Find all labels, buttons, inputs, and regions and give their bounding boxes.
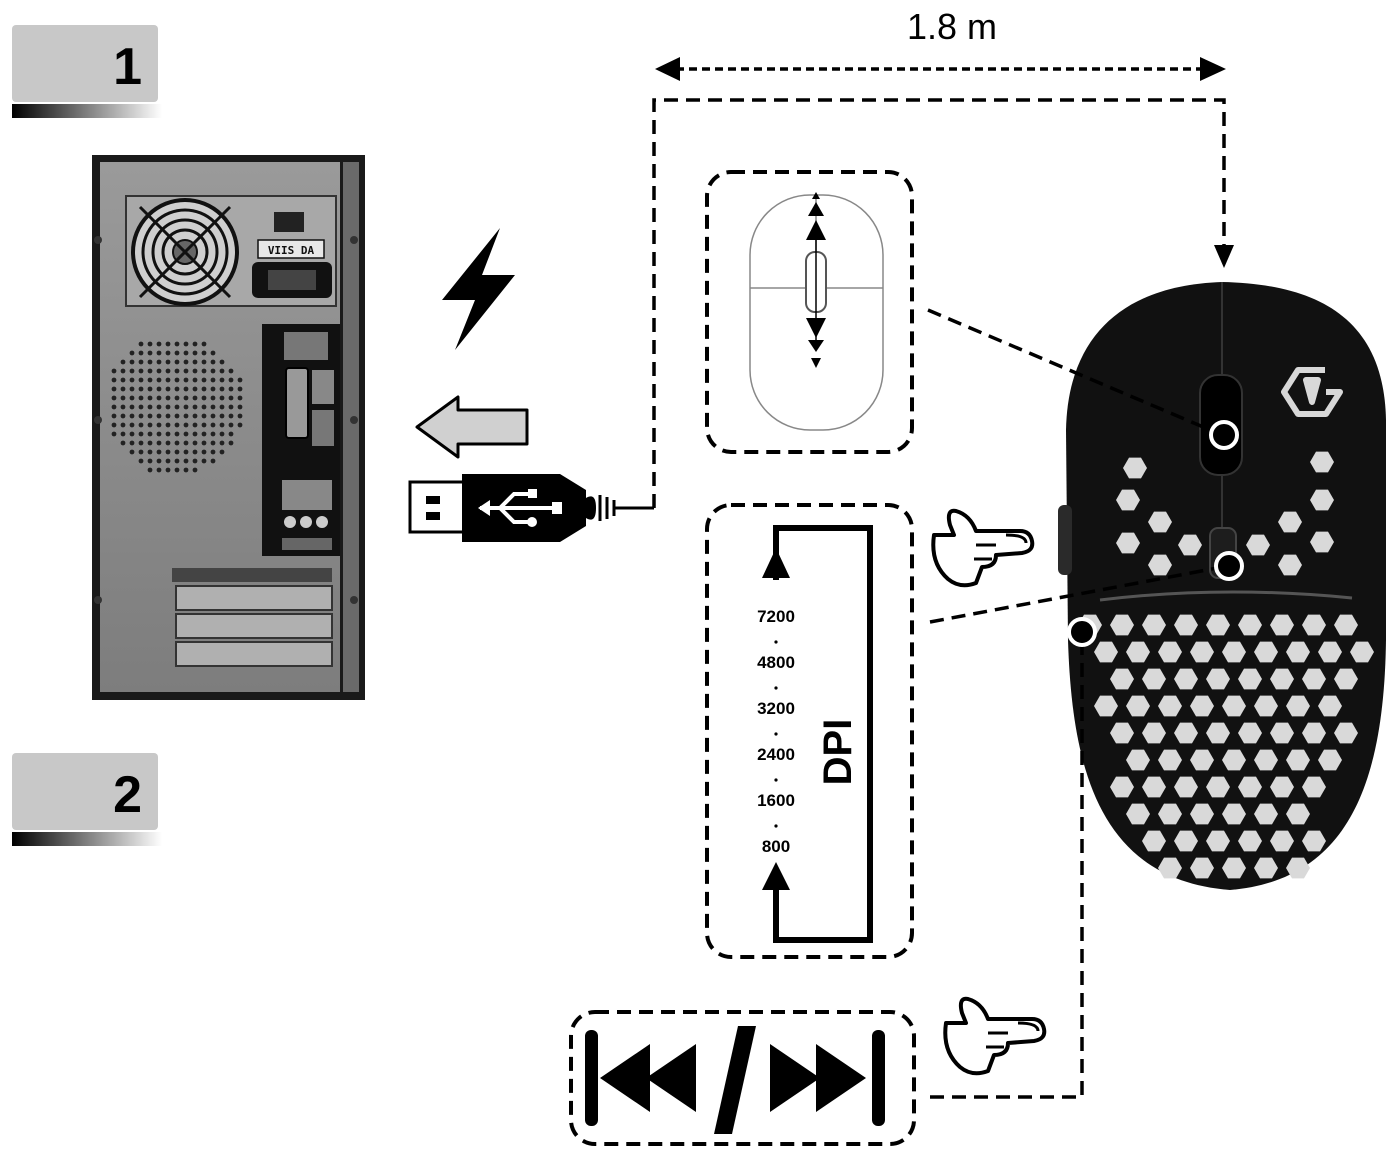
pc-tower-back-icon: VIIS DA <box>92 155 365 700</box>
callout-markers <box>1067 420 1244 647</box>
leader-lines <box>927 308 1229 1099</box>
cable-length-label: 1.8 m <box>907 6 997 47</box>
psu-fan-icon <box>131 198 239 306</box>
scroll-callout <box>705 170 914 454</box>
pointing-hand-icon <box>931 508 1035 588</box>
left-arrow-icon <box>415 395 529 459</box>
scroll-up-arrows-icon <box>806 192 826 240</box>
dpi-separator-dot <box>774 686 778 690</box>
dpi-level-2400: 2400 <box>757 745 795 764</box>
dpi-level-4800: 4800 <box>757 653 795 672</box>
dpi-separator-dot <box>774 640 778 644</box>
length-dimension <box>655 57 1226 81</box>
step-number-2: 2 <box>113 766 142 824</box>
previous-track-icon <box>585 1030 696 1126</box>
usb-plug-icon <box>408 474 654 542</box>
dpi-level-7200: 7200 <box>757 607 795 626</box>
side-button <box>1058 505 1072 575</box>
dpi-separator-dot <box>774 732 778 736</box>
dpi-title: DPI <box>816 719 860 786</box>
dpi-callout: DPI 7200 4800 3200 2400 1600 800 <box>705 503 914 959</box>
dpi-level-1600: 1600 <box>757 791 795 810</box>
dpi-level-800: 800 <box>762 837 790 856</box>
pointing-hand-icon <box>943 996 1047 1076</box>
dpi-level-list: 7200 4800 3200 2400 1600 800 <box>757 607 795 856</box>
dpi-separator-dot <box>774 778 778 782</box>
dpi-up-arrow-icon <box>762 548 790 578</box>
media-callout <box>569 1010 916 1146</box>
dpi-separator-dot <box>774 824 778 828</box>
dpi-cycle-loop <box>773 525 873 943</box>
brand-logo-icon <box>1281 367 1343 417</box>
psu-voltage-label: VIIS DA <box>268 244 315 257</box>
cable-route <box>652 98 1226 508</box>
scroll-down-arrows-icon <box>806 318 826 368</box>
gaming-mouse-icon <box>1058 282 1386 890</box>
dpi-level-3200: 3200 <box>757 699 795 718</box>
slash-separator <box>714 1026 756 1134</box>
lightning-bolt-icon <box>442 228 515 350</box>
case-fan-grille <box>111 341 243 473</box>
cable-down-arrow-icon <box>1214 245 1234 268</box>
step-tab-1: 1 <box>12 25 162 118</box>
next-track-icon <box>770 1030 885 1126</box>
step-tab-2: 2 <box>12 753 162 846</box>
dpi-bottom-arrow-icon <box>762 862 790 890</box>
step-number-1: 1 <box>113 38 142 96</box>
honeycomb-shell <box>1078 451 1374 879</box>
